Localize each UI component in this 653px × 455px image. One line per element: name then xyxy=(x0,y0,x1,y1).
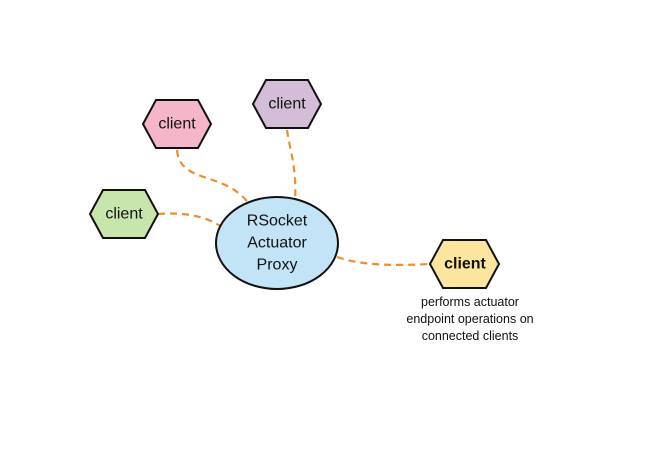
edge-purple-to-hub xyxy=(285,129,297,201)
caption-line-1: performs actuator xyxy=(421,295,519,309)
hub-node[interactable]: RSocket Actuator Proxy xyxy=(215,196,339,290)
client-node-green[interactable]: client xyxy=(88,189,160,239)
edge-green-to-hub xyxy=(157,212,223,228)
client-label: client xyxy=(268,96,306,113)
client-label: client xyxy=(105,206,143,223)
client-node-purple[interactable]: client xyxy=(251,79,323,129)
caption-line-3: connected clients xyxy=(422,329,519,343)
client-label: client xyxy=(158,116,196,133)
edge-hub-to-yellow xyxy=(336,255,431,266)
hexagon-shape xyxy=(251,79,323,129)
client-node-yellow[interactable]: client xyxy=(428,239,501,289)
client-node-pink[interactable]: client xyxy=(141,99,213,149)
hub-label-line-3: Proxy xyxy=(257,257,298,274)
edge-pink-to-hub xyxy=(175,149,251,206)
caption-line-2: endpoint operations on xyxy=(406,312,533,326)
hexagon-shape xyxy=(141,99,213,149)
client-label-bold: client xyxy=(444,256,486,273)
hexagon-shape xyxy=(428,239,501,289)
hexagon-shape xyxy=(88,189,160,239)
hub-label-line-2: Actuator xyxy=(247,235,307,252)
hub-label-line-1: RSocket xyxy=(247,213,308,230)
